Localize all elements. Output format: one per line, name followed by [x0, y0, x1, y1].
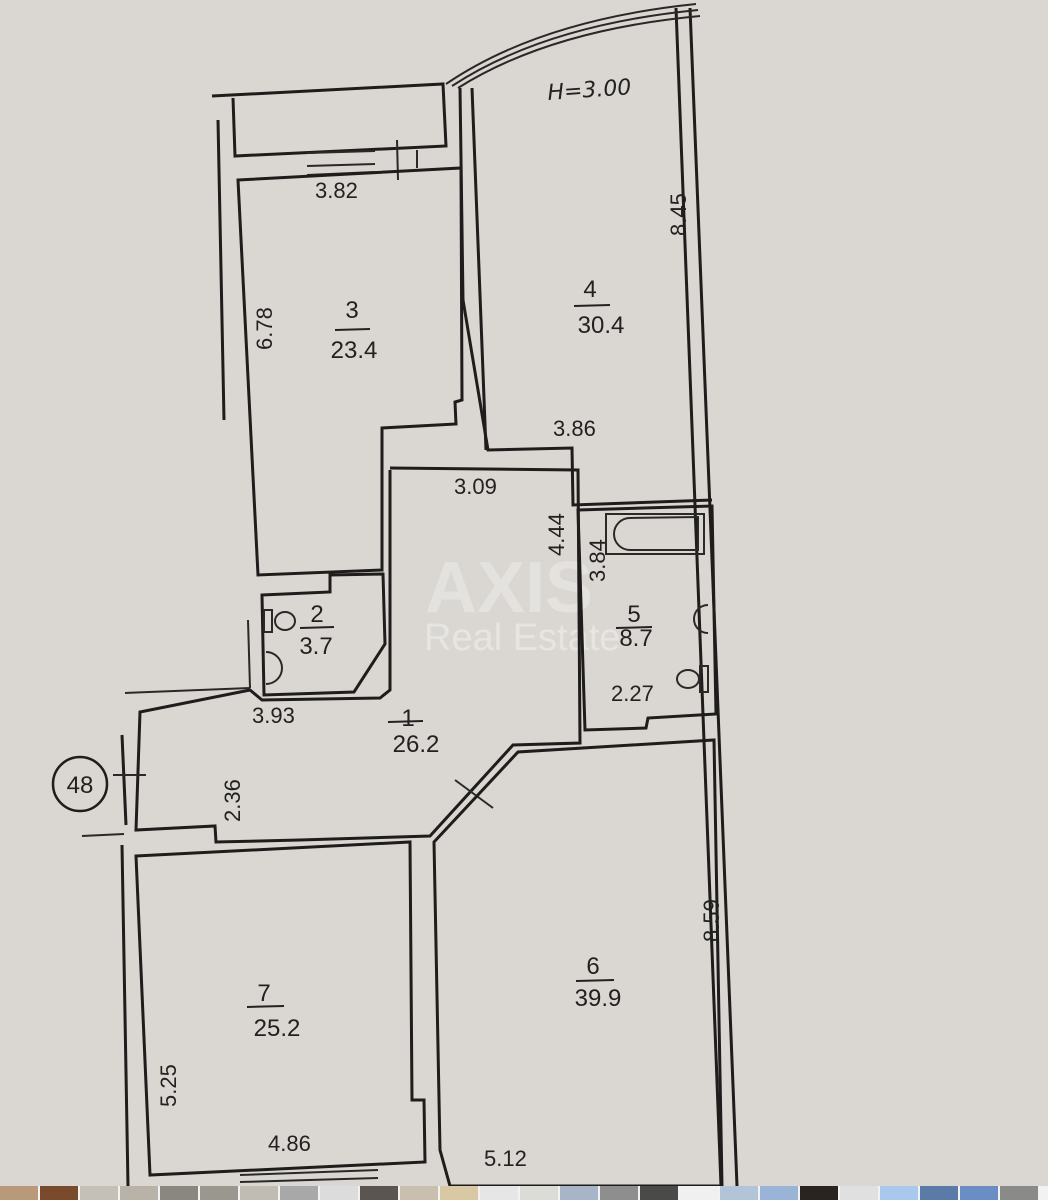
- gallery-thumbnail[interactable]: [80, 1186, 118, 1200]
- entry-door: [81, 734, 146, 837]
- dimension-label: 8.45: [666, 193, 691, 236]
- dimension-label: 3.93: [252, 703, 295, 728]
- bathtub-icon: [605, 513, 705, 555]
- gallery-thumbnail[interactable]: [440, 1186, 478, 1200]
- room-number: 6: [586, 953, 599, 980]
- dimension-label: 6.78: [252, 307, 277, 350]
- gallery-thumbnail[interactable]: [360, 1186, 398, 1200]
- room-label-5: 5 8.7: [615, 601, 653, 652]
- room-label-1-area: 26.2: [387, 720, 440, 758]
- room-label-4: 4 30.4: [573, 276, 625, 339]
- room-4-outline: [458, 87, 713, 507]
- room-label-1: 1: [401, 705, 414, 732]
- room-number: 3: [345, 297, 358, 324]
- room-label-2: 2 3.7: [299, 601, 335, 660]
- gallery-thumbnail[interactable]: [0, 1186, 38, 1200]
- sink-icon: [693, 604, 709, 634]
- toilet-icon: [676, 665, 709, 693]
- axis-marker-label: 48: [67, 772, 94, 799]
- gallery-thumbnail[interactable]: [880, 1186, 918, 1200]
- dimension-label: 4.86: [268, 1131, 311, 1156]
- bay-window-arc: [445, 3, 701, 89]
- gallery-thumbnail[interactable]: [760, 1186, 798, 1200]
- dimension-label: 5.12: [484, 1146, 527, 1171]
- window-room-7: [239, 1169, 379, 1183]
- gallery-thumbnail[interactable]: [560, 1186, 598, 1200]
- gallery-thumbnail[interactable]: [800, 1186, 838, 1200]
- room-7-outline: [134, 840, 427, 1177]
- gallery-thumbnail[interactable]: [720, 1186, 758, 1200]
- room-number: 1: [401, 705, 414, 732]
- room-6-outline: [432, 738, 724, 1186]
- dimension-label: 2.36: [220, 779, 245, 822]
- room-area: 3.7: [299, 633, 332, 660]
- dimension-label: 8.59: [699, 899, 724, 942]
- axis-marker: 48: [51, 755, 109, 813]
- gallery-thumbnail[interactable]: [520, 1186, 558, 1200]
- gallery-thumbnail[interactable]: [200, 1186, 238, 1200]
- gallery-thumbnail[interactable]: [320, 1186, 358, 1200]
- room-label-6: 6 39.9: [575, 953, 622, 1012]
- room-area: 25.2: [254, 1015, 301, 1042]
- gallery-thumbnail[interactable]: [120, 1186, 158, 1200]
- dimension-label: 3.86: [553, 416, 596, 441]
- room-number: 4: [583, 276, 596, 303]
- dimension-label: 4.44: [544, 513, 569, 556]
- room-area: 39.9: [575, 985, 622, 1012]
- room-number: 2: [310, 601, 323, 628]
- dimension-label: 3.82: [315, 178, 358, 203]
- gallery-thumbnail[interactable]: [600, 1186, 638, 1200]
- gallery-thumbnail[interactable]: [680, 1186, 718, 1200]
- door-room-1-to-room-6: [454, 779, 494, 809]
- balcony: [211, 82, 448, 421]
- gallery-thumbnail[interactable]: [640, 1186, 678, 1200]
- gallery-thumbnail[interactable]: [920, 1186, 958, 1200]
- room-area: 30.4: [578, 312, 625, 339]
- gallery-thumbnail[interactable]: [280, 1186, 318, 1200]
- gallery-thumbnail[interactable]: [480, 1186, 518, 1200]
- gallery-thumbnail[interactable]: [840, 1186, 878, 1200]
- room-5-outline: [576, 504, 718, 732]
- sink-icon: [265, 651, 283, 685]
- room-2-outline: [260, 572, 387, 697]
- gallery-thumbnail[interactable]: [400, 1186, 438, 1200]
- dimension-label: 5.25: [156, 1064, 181, 1107]
- thumbnail-gallery-strip[interactable]: [0, 1186, 1048, 1200]
- watermark: AXIS Real Estate: [424, 548, 620, 659]
- gallery-thumbnail[interactable]: [1000, 1186, 1038, 1200]
- room-area: 8.7: [619, 625, 652, 652]
- room-number: 7: [257, 980, 270, 1007]
- room-number: 5: [627, 601, 640, 628]
- gallery-thumbnail[interactable]: [160, 1186, 198, 1200]
- watermark-brand: AXIS: [425, 548, 593, 628]
- toilet-icon: [263, 609, 296, 633]
- room-1-outline: [134, 466, 582, 844]
- dimension-label: 2.27: [611, 681, 654, 706]
- dimension-label: 3.09: [454, 474, 497, 499]
- gallery-thumbnail[interactable]: [40, 1186, 78, 1200]
- dimension-label: 3.84: [585, 539, 610, 582]
- watermark-subtitle: Real Estate: [424, 617, 620, 659]
- room-area: 26.2: [393, 731, 440, 758]
- room-label-3: 3 23.4: [331, 297, 378, 364]
- room-area: 23.4: [331, 337, 378, 364]
- gallery-thumbnail[interactable]: [960, 1186, 998, 1200]
- gallery-thumbnail[interactable]: [240, 1186, 278, 1200]
- room-label-7: 7 25.2: [246, 980, 301, 1042]
- ceiling-height: H=3.00: [547, 75, 633, 106]
